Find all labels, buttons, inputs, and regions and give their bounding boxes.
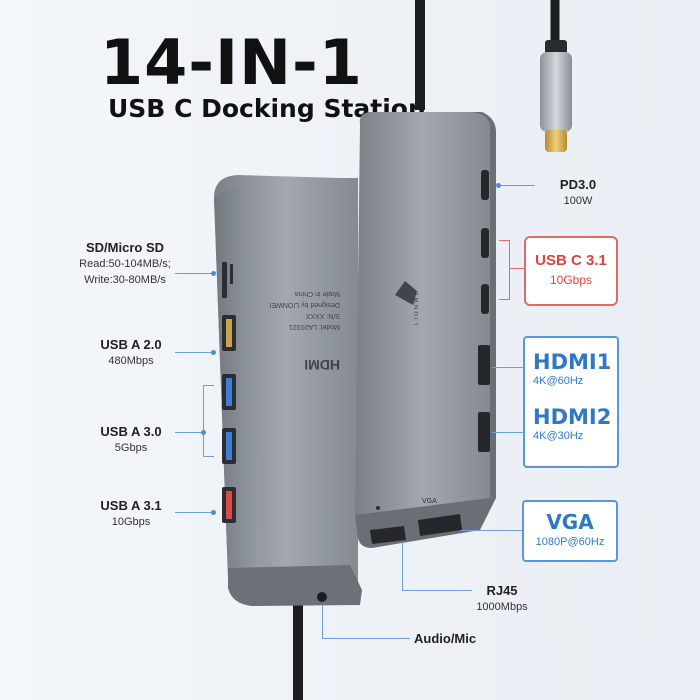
- svg-text:Model: LA20321: Model: LA20321: [289, 323, 340, 330]
- connector-dot: [201, 430, 206, 435]
- connector-line: [492, 367, 524, 368]
- connector-dot: [211, 350, 216, 355]
- usb-c-highlight-box: USB C 3.1 10Gbps: [524, 236, 618, 306]
- connector-line: [460, 530, 523, 531]
- svg-text:S/N: XXXX: S/N: XXXX: [305, 312, 340, 319]
- connector-line: [509, 268, 525, 269]
- dock-left-body: HDMI Model: LA20321 S/N: XXXX Designed b…: [214, 175, 362, 606]
- bracket: [203, 385, 214, 457]
- label-sd-card: SD/Micro SD Read:50-104MB/s; Write:30-80…: [79, 240, 171, 286]
- connector-line: [402, 590, 472, 591]
- vga-highlight-box: VGA 1080P@60Hz: [522, 500, 618, 562]
- hdmi-logo-engraving: HDMI: [304, 357, 340, 373]
- connector-line: [175, 432, 203, 433]
- vga-engraving: VGA: [422, 498, 437, 505]
- connector-line: [175, 352, 213, 353]
- usb-c-plug: [540, 40, 572, 152]
- connector-line: [322, 638, 410, 639]
- label-audio: Audio/Mic: [414, 631, 477, 646]
- page-title: 14-IN-1: [100, 26, 363, 99]
- connector-line: [175, 273, 213, 274]
- connector-line: [322, 605, 323, 639]
- connector-line: [500, 185, 535, 186]
- connector-dot: [211, 271, 216, 276]
- connector-line: [402, 542, 403, 590]
- svg-text:Made in China: Made in China: [295, 290, 340, 297]
- brand-engraving: LIONWE: [414, 289, 420, 325]
- connector-dot: [496, 183, 501, 188]
- hdmi-highlight-box: HDMI1 4K@60Hz HDMI2 4K@30Hz: [523, 336, 619, 468]
- connector-dot: [211, 510, 216, 515]
- connector-line: [492, 432, 524, 433]
- svg-text:Designed by LIONWEI: Designed by LIONWEI: [270, 301, 340, 308]
- dock-right-body: LIONWE VGA: [355, 112, 496, 548]
- bracket-red: [499, 240, 510, 300]
- connector-line: [175, 512, 213, 513]
